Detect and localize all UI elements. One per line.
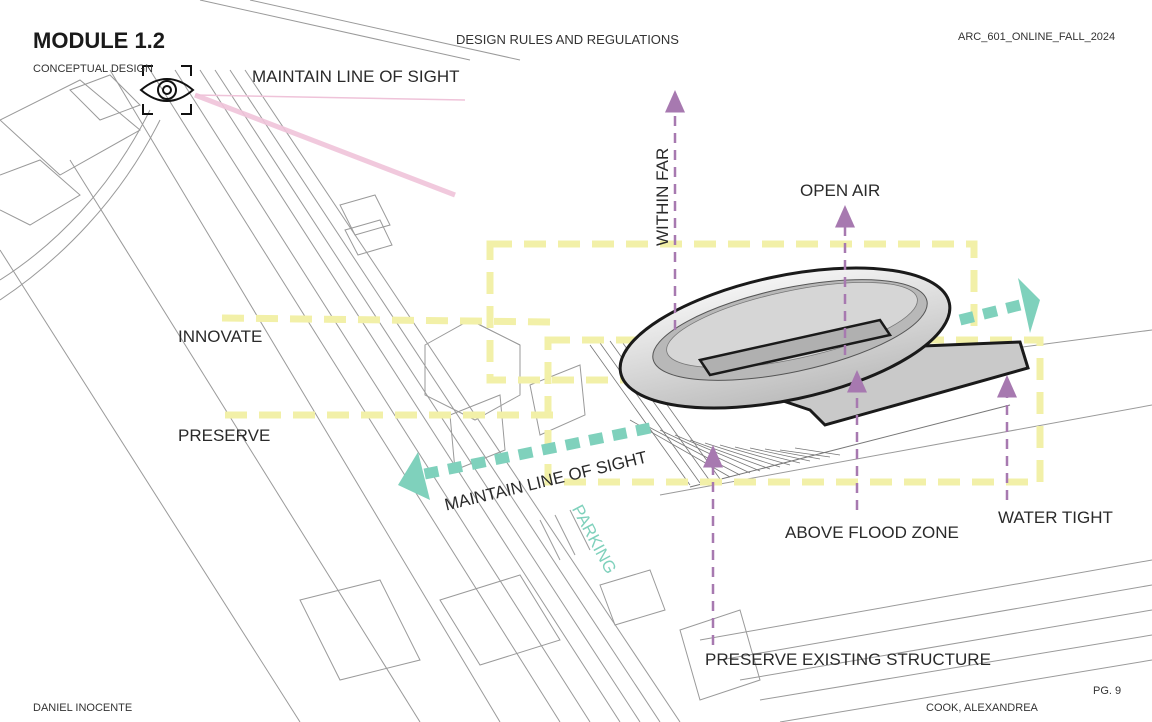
section-heading: DESIGN RULES AND REGULATIONS bbox=[456, 32, 679, 47]
teal-sight-arrow bbox=[398, 278, 1040, 500]
eye-icon bbox=[139, 65, 195, 115]
ring-structure bbox=[618, 266, 952, 410]
label-within-far: WITHIN FAR bbox=[653, 147, 672, 246]
label-water-tight: WATER TIGHT bbox=[998, 508, 1113, 527]
eye-sight-line-top bbox=[194, 94, 466, 101]
label-maintain-line-of-sight-top: MAINTAIN LINE OF SIGHT bbox=[252, 67, 460, 86]
page-number: PG. 9 bbox=[1093, 685, 1122, 697]
eye-sight-line bbox=[194, 92, 456, 198]
label-preserve-existing-structure: PRESERVE EXISTING STRUCTURE bbox=[705, 650, 991, 669]
page-title: MODULE 1.2 bbox=[33, 28, 166, 53]
page-subtitle: CONCEPTUAL DESIGN bbox=[33, 63, 154, 75]
label-open-air: OPEN AIR bbox=[800, 181, 881, 200]
plinth-edge bbox=[689, 404, 1011, 488]
label-preserve: PRESERVE bbox=[178, 426, 271, 445]
author-name: DANIEL INOCENTE bbox=[33, 702, 133, 714]
label-above-flood-zone: ABOVE FLOOD ZONE bbox=[785, 523, 959, 542]
label-innovate: INNOVATE bbox=[178, 327, 263, 346]
instructor-name: COOK, ALEXANDREA bbox=[926, 702, 1038, 714]
purple-arrows bbox=[665, 90, 1017, 645]
course-code: ARC_601_ONLINE_FALL_2024 bbox=[958, 31, 1116, 43]
